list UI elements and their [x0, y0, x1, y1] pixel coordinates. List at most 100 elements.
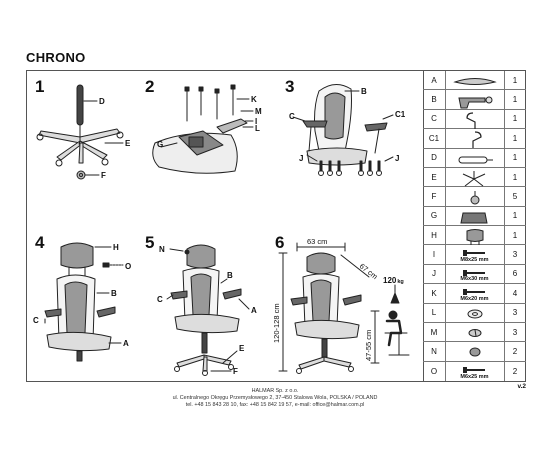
part-letter: F [423, 187, 446, 206]
part-image [445, 206, 505, 225]
part-letter: B [423, 90, 446, 109]
part-letter: C1 [423, 129, 446, 148]
armrest-pad-icon [453, 78, 497, 85]
part-letter: H [423, 226, 446, 245]
step-6-figure [278, 242, 410, 374]
arm-bracket-icon [466, 112, 476, 129]
label-s1-F: F [101, 171, 106, 180]
label-s2-M: M [255, 107, 262, 116]
label-s5-B: B [227, 271, 233, 280]
label-s3-J-right: J [395, 154, 399, 163]
part-image [445, 90, 505, 109]
label-s4-A: A [123, 339, 129, 348]
step-5-figure [166, 244, 250, 376]
cap-icon [469, 347, 481, 357]
part-letter: A [423, 71, 446, 90]
part-image [445, 167, 505, 187]
step-2-figure [152, 84, 254, 174]
part-letter: L [423, 303, 446, 322]
label-s4-B: B [111, 289, 117, 298]
label-s3-J-left: J [299, 154, 303, 163]
step-number-5: 5 [145, 233, 155, 252]
part-letter: K [423, 284, 446, 303]
armrest-icon [458, 96, 493, 109]
dimension-width: 63 cm [307, 237, 327, 246]
part-image: M8x25 mm [445, 245, 505, 264]
label-s2-I: I [255, 117, 257, 126]
document-title: CHRONO [26, 50, 86, 65]
part-quantity: 1 [512, 114, 518, 124]
dimension-seat-height: 47-55 cm [364, 330, 373, 361]
part-quantity: 2 [512, 346, 518, 356]
part-quantity: 6 [512, 269, 518, 279]
part-letter: D [423, 148, 446, 167]
bolt-icon [463, 269, 485, 276]
label-s5-F: F [233, 367, 238, 376]
part-letter: E [423, 167, 446, 187]
part-image [445, 187, 505, 206]
bolt-icon [463, 289, 485, 296]
mechanism-icon [460, 212, 488, 224]
label-s5-N: N [159, 245, 165, 254]
step-number-3: 3 [285, 77, 295, 96]
part-letter: J [423, 264, 446, 284]
label-s2-L: L [255, 124, 260, 133]
part-letter: M [423, 322, 446, 342]
part-letter: I [423, 245, 446, 264]
label-s5-E: E [239, 344, 245, 353]
part-row: C1 1 [423, 129, 526, 149]
step-number-6: 6 [275, 233, 285, 252]
bolt-icon [463, 250, 485, 257]
part-quantity: 1 [512, 230, 518, 240]
part-quantity: 1 [512, 172, 518, 182]
part-quantity: 1 [512, 95, 518, 105]
part-quantity: 3 [512, 327, 518, 337]
part-quantity: 1 [512, 133, 518, 143]
assembly-sheet: 1 2 3 4 5 6 [26, 70, 526, 382]
part-quantity: 5 [512, 191, 518, 201]
label-s4-H: H [113, 243, 119, 252]
step-1-figure [36, 84, 124, 180]
star-base-icon [462, 170, 486, 187]
label-s2-G: G [157, 140, 163, 149]
step-number-2: 2 [145, 77, 155, 96]
part-letter: O [423, 361, 446, 381]
part-quantity: 3 [512, 250, 518, 260]
spring-washer-icon [468, 328, 482, 337]
step-number-4: 4 [35, 233, 45, 252]
label-s5-A: A [251, 306, 257, 315]
label-s4-O: O [125, 262, 131, 271]
part-image: M6x20 mm [445, 284, 505, 303]
part-image [445, 129, 505, 149]
part-letter: N [423, 342, 446, 361]
part-image [445, 342, 505, 361]
step-3-figure [292, 84, 394, 176]
dimension-height: 120-128 cm [272, 303, 281, 343]
part-image [445, 71, 505, 90]
arm-bracket-mirror-icon [472, 131, 482, 149]
part-quantity: 3 [512, 308, 518, 318]
part-image [445, 148, 505, 167]
part-quantity: 1 [512, 75, 518, 85]
label-s3-B: B [361, 87, 367, 96]
part-quantity: 1 [512, 211, 518, 221]
part-quantity: 4 [512, 288, 518, 298]
part-spec: M6x20 mm [460, 295, 489, 302]
load-capacity: 120kg [383, 276, 404, 285]
part-quantity: 1 [512, 153, 518, 163]
footer-company: HALMAR Sp. z o.o. [251, 388, 299, 394]
footer: HALMAR Sp. z o.o. ul. Centralnego Okręgu… [0, 388, 550, 409]
part-image [445, 109, 505, 129]
